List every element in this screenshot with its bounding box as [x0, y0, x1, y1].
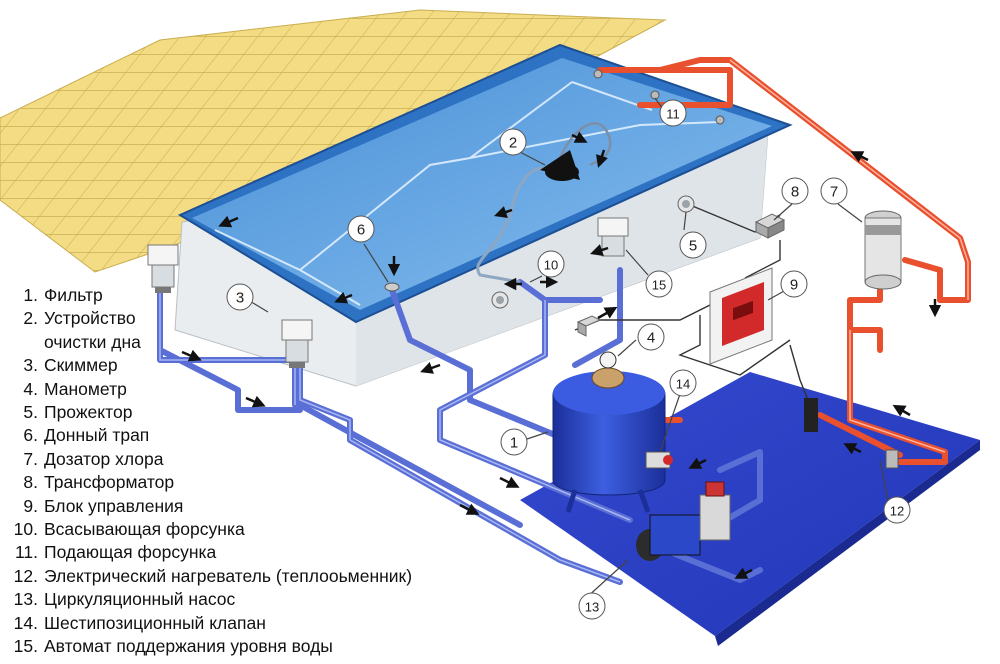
chlorine-dispenser-icon [864, 210, 902, 290]
arrow-icon [596, 149, 608, 168]
callout-3: 3 [226, 283, 254, 311]
legend-item: 3.Скиммер [23, 355, 118, 376]
callout-1: 1 [500, 428, 528, 456]
spotlight-icon [491, 195, 695, 309]
arrow-icon [181, 349, 202, 362]
arrow-icon [688, 457, 707, 469]
callout-4: 4 [637, 323, 665, 351]
cleaner-hose [476, 167, 557, 284]
skimmer-icon [281, 319, 313, 368]
svg-text:7: 7 [830, 184, 838, 201]
callout-2: 2 [499, 128, 527, 156]
filter-tank-icon [552, 371, 666, 513]
svg-text:4: 4 [647, 330, 655, 347]
svg-text:15: 15 [652, 278, 666, 293]
return-pipe-highlights [729, 59, 969, 453]
arrow-icon [571, 131, 588, 143]
bottom-cleaner-icon [540, 150, 580, 181]
svg-text:5: 5 [689, 238, 697, 255]
legend-item: 5.Прожектор [23, 402, 133, 423]
legend-item: 11.Подающая форсунка [14, 542, 217, 563]
legend-item: 6.Донный трап [23, 425, 150, 446]
svg-text:6: 6 [357, 222, 365, 239]
svg-text:13: 13 [585, 600, 599, 615]
manometer-icon [591, 351, 625, 389]
pool [174, 43, 793, 387]
skimmer-icon [147, 244, 179, 293]
arrow-icon [499, 476, 520, 488]
svg-text:9: 9 [790, 277, 798, 294]
callout-9: 9 [780, 270, 808, 298]
callout-13: 13 [578, 592, 606, 620]
skimmer-icon [597, 217, 629, 257]
nozzle-icon [593, 69, 725, 125]
arrow-icon [597, 306, 618, 320]
arrow-icon [334, 291, 353, 304]
callout-14: 14 [669, 369, 697, 397]
arrow-icon [590, 244, 609, 256]
callout-6: 6 [347, 215, 375, 243]
svg-text:12: 12 [890, 504, 904, 519]
flow-arrows [181, 131, 942, 579]
callout-10: 10 [537, 250, 565, 278]
arrow-icon [218, 215, 239, 228]
arrow-icon [420, 362, 441, 374]
arrow-icon [843, 443, 862, 455]
callouts: 1 2 3 4 5 6 7 8 9 10 11 12 13 14 15 [226, 99, 911, 620]
arrow-icon [850, 151, 869, 163]
legend-item: 1.Фильтр [23, 285, 103, 305]
svg-text:1: 1 [510, 435, 518, 452]
legend-item: 13.Циркуляционный насос [13, 589, 236, 610]
legend-item: 10.Всасывающая форсунка [13, 519, 245, 540]
svg-text:10: 10 [544, 258, 558, 273]
svg-text:11: 11 [666, 107, 680, 122]
legend-item: 4.Манометр [23, 378, 127, 399]
callout-7: 7 [820, 177, 848, 205]
callout-5: 5 [679, 231, 707, 259]
six-way-valve-icon [645, 451, 673, 469]
control-unit-icon [709, 267, 773, 365]
legend-item: 7.Дозатор хлора [23, 448, 164, 469]
legend-item: 8.Трансформатор [23, 472, 175, 493]
legend-item: 15.Автомат поддержания уровня воды [13, 636, 333, 657]
callout-8: 8 [781, 177, 809, 205]
legend-item: 12.Электрический нагреватель (теплооьмен… [13, 565, 413, 586]
bottom-drain-icon [384, 282, 400, 292]
arrow-icon [494, 206, 513, 218]
svg-text:3: 3 [236, 290, 244, 307]
arrow-icon [245, 395, 266, 408]
svg-text:14: 14 [676, 377, 690, 392]
heater-icon [804, 398, 899, 469]
legend-item: 9.Блок управления [23, 495, 184, 516]
callout-15: 15 [645, 270, 673, 298]
transformer-icon [576, 213, 786, 337]
arrow-icon [892, 404, 911, 417]
svg-text:8: 8 [791, 184, 799, 201]
pump-icon [636, 481, 731, 561]
callout-11: 11 [659, 99, 687, 127]
arrow-icon [459, 503, 480, 515]
suction-pipe-highlights [159, 290, 631, 583]
arrow-icon [734, 567, 753, 579]
svg-text:2: 2 [509, 135, 517, 152]
callout-12: 12 [883, 496, 911, 524]
legend-item: 14.Шестипозиционный клапан [13, 612, 266, 633]
